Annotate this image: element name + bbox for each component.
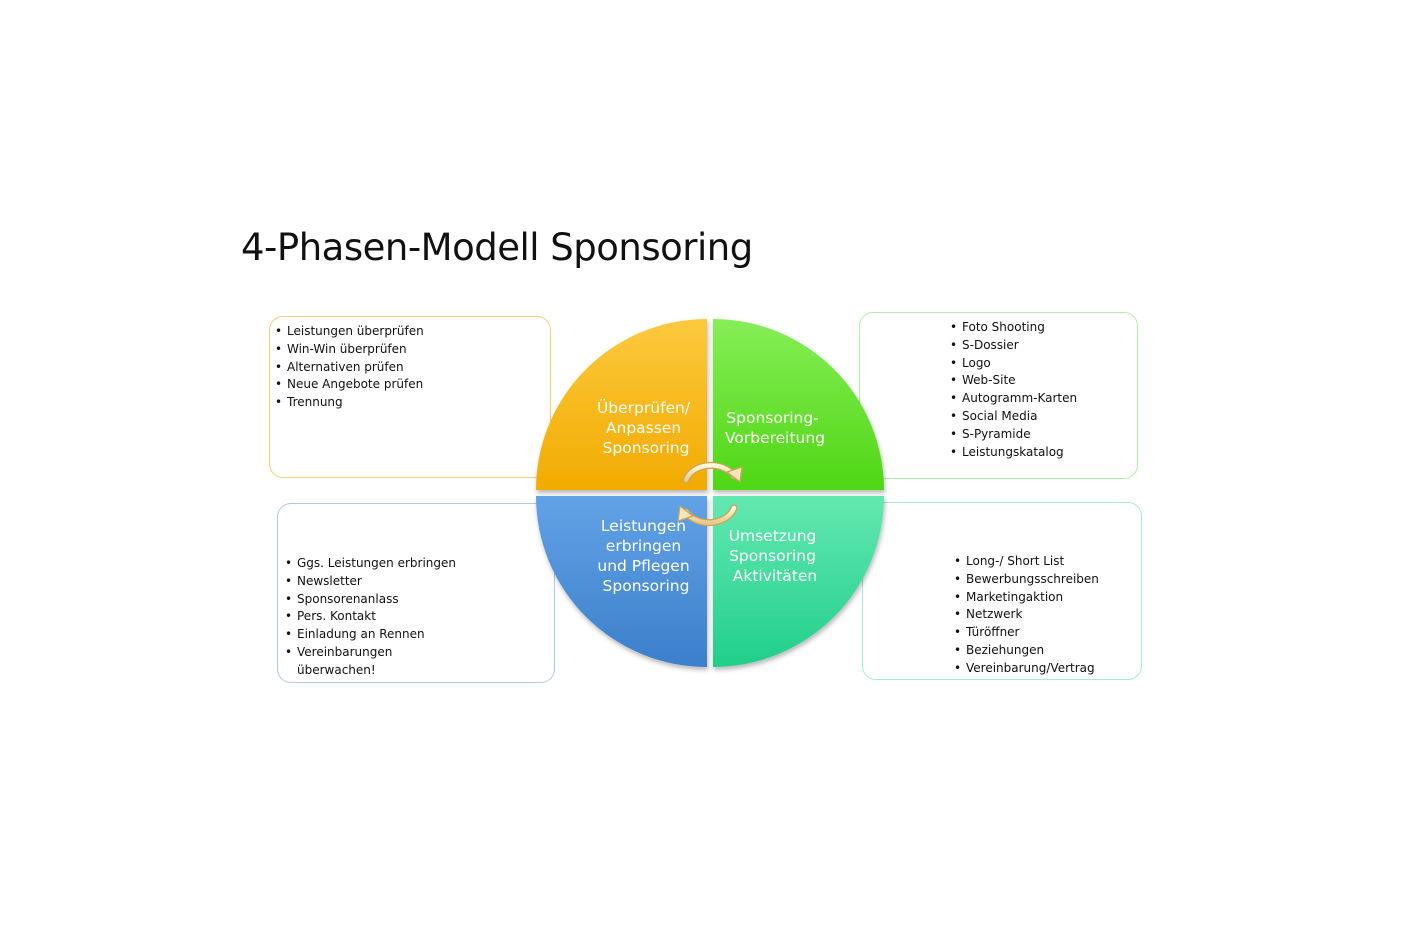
list-item: Social Media	[950, 408, 1077, 426]
phase-label-line: Leistungen	[601, 517, 686, 535]
phase-label-line: Überprüfen/	[597, 398, 691, 417]
phase-label-line: Anpassen	[606, 419, 681, 437]
list-item: Einladung an Rennen	[285, 626, 456, 644]
list-item: Sponsorenanlass	[285, 591, 456, 609]
phase-quadrant-implementation	[713, 496, 884, 667]
list-item: Netzwerk	[954, 606, 1099, 624]
list-item: S-Pyramide	[950, 426, 1077, 444]
phase-label-line: Vorbereitung	[725, 429, 825, 447]
phase-1-details-box: Leistungen überprüfen Win-Win überprüfen…	[269, 316, 551, 478]
list-item: Neue Angebote prüfen	[275, 376, 424, 394]
list-item: Logo	[950, 355, 1077, 373]
list-item: Win-Win überprüfen	[275, 341, 424, 359]
phase-label-line: Aktivitäten	[733, 567, 817, 585]
phase-1-label: Überprüfen/ Anpassen Sponsoring	[597, 398, 695, 457]
list-item: S-Dossier	[950, 337, 1077, 355]
phase-label-line: erbringen	[606, 537, 681, 555]
phase-1-item-list: Leistungen überprüfen Win-Win überprüfen…	[275, 323, 424, 412]
list-item: Türöffner	[954, 624, 1099, 642]
page-title: 4-Phasen-Modell Sponsoring	[241, 226, 753, 269]
list-item: Pers. Kontakt	[285, 608, 456, 626]
phase-quadrant-delivery	[536, 496, 707, 667]
list-item: Ggs. Leistungen erbringen	[285, 555, 456, 573]
phase-4-details-box: Ggs. Leistungen erbringen Newsletter Spo…	[277, 503, 555, 683]
list-item: Beziehungen	[954, 642, 1099, 660]
phase-label-line: Sponsoring	[729, 547, 816, 565]
phase-label-line: Sponsoring-	[726, 409, 818, 427]
list-item: Trennung	[275, 394, 424, 412]
phase-3-details-box: Long-/ Short List Bewerbungsschreiben Ma…	[862, 502, 1142, 680]
list-item: Vereinbarungen überwachen!	[285, 644, 432, 680]
phase-3-label: Umsetzung Sponsoring Aktivitäten	[729, 527, 822, 585]
list-item: Web-Site	[950, 372, 1077, 390]
list-item: Newsletter	[285, 573, 456, 591]
list-item: Long-/ Short List	[954, 553, 1099, 571]
list-item: Bewerbungsschreiben	[954, 571, 1099, 589]
list-item: Vereinbarung/Vertrag	[954, 660, 1099, 678]
phase-4-label: Leistungen erbringen und Pflegen Sponsor…	[597, 517, 694, 595]
list-item: Autogramm-Karten	[950, 390, 1077, 408]
phase-quadrant-preparation	[713, 319, 884, 490]
phase-2-item-list: Foto Shooting S-Dossier Logo Web-Site Au…	[950, 319, 1077, 461]
list-item: Alternativen prüfen	[275, 359, 424, 377]
list-item: Foto Shooting	[950, 319, 1077, 337]
phase-label-line: Sponsoring	[603, 439, 690, 457]
phase-quadrant-review	[536, 319, 707, 490]
phase-2-label: Sponsoring- Vorbereitung	[725, 409, 825, 447]
phase-label-line: Sponsoring	[603, 577, 690, 595]
list-item: Leistungen überprüfen	[275, 323, 424, 341]
phase-label-line: und Pflegen	[597, 557, 689, 575]
cycle-arrows-icon	[677, 461, 743, 527]
phase-4-item-list: Ggs. Leistungen erbringen Newsletter Spo…	[285, 555, 456, 680]
phase-3-item-list: Long-/ Short List Bewerbungsschreiben Ma…	[954, 553, 1099, 678]
phase-2-details-box: Foto Shooting S-Dossier Logo Web-Site Au…	[859, 312, 1138, 479]
phase-label-line: Umsetzung	[729, 527, 817, 545]
list-item: Leistungskatalog	[950, 444, 1077, 462]
list-item: Marketingaktion	[954, 589, 1099, 607]
